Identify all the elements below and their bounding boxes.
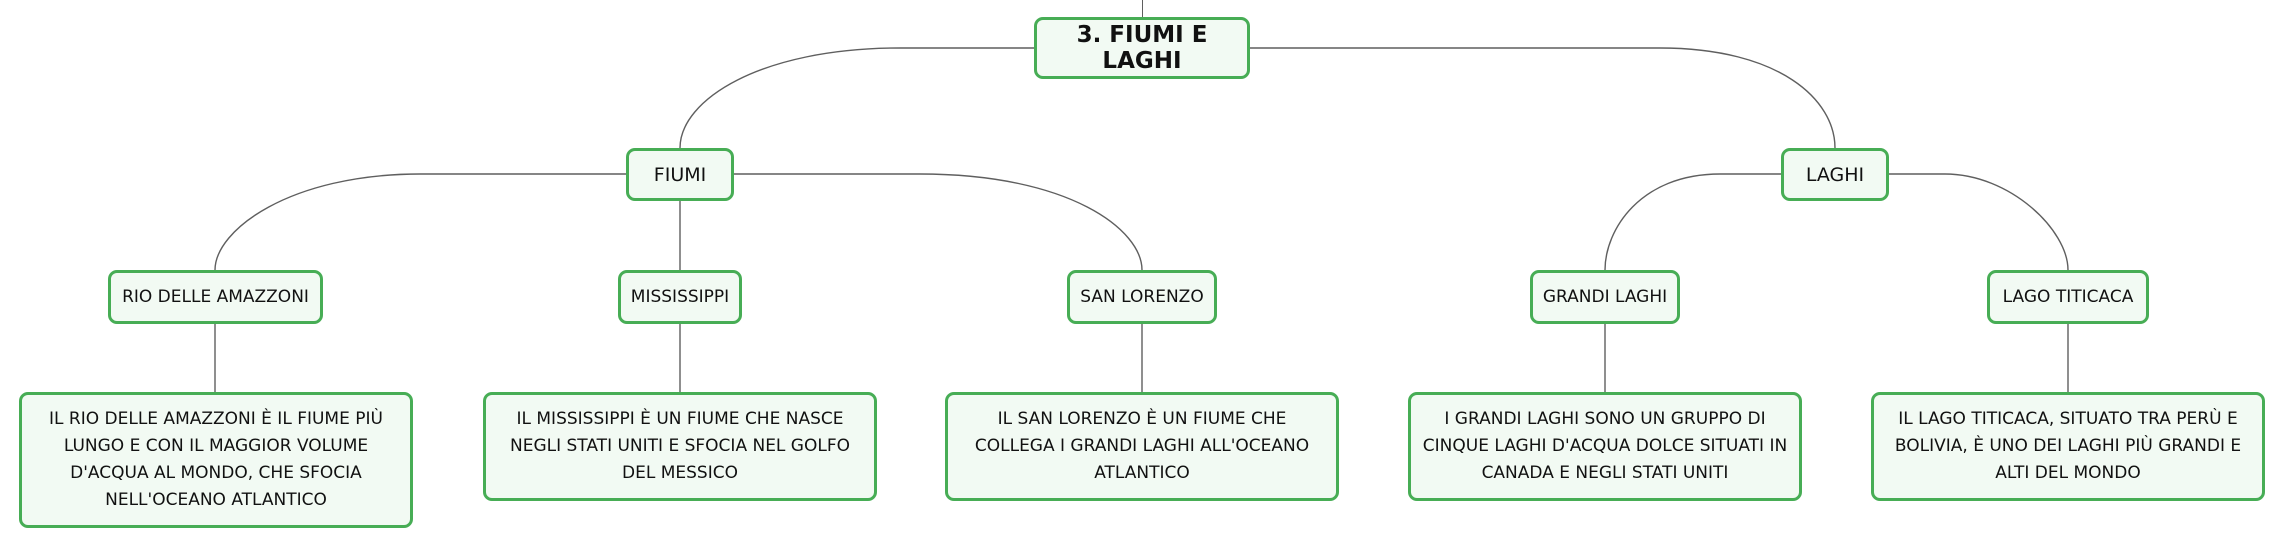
description-node-mississippi[interactable]: IL MISSISSIPPI È UN FIUME CHE NASCE NEGL…: [483, 392, 877, 501]
topic-node-lago-titicaca[interactable]: LAGO TITICACA: [1987, 270, 2149, 324]
topic-node-label: MISSISSIPPI: [630, 287, 730, 307]
topic-node-grandi-laghi[interactable]: GRANDI LAGHI: [1530, 270, 1680, 324]
root-incoming-connector: [1142, 0, 1144, 17]
description-node-grandi-laghi[interactable]: I GRANDI LAGHI SONO UN GRUPPO DI CINQUE …: [1408, 392, 1802, 501]
topic-node-rio-delle-amazzoni[interactable]: RIO DELLE AMAZZONI: [108, 270, 323, 324]
topic-node-san-lorenzo[interactable]: SAN LORENZO: [1067, 270, 1217, 324]
description-text: IL LAGO TITICACA, SITUATO TRA PERÙ E BOL…: [1894, 409, 2242, 483]
connector-root-laghi: [1250, 47, 1836, 149]
connector-root-fiumi: [679, 47, 1034, 149]
connector-laghi-titicaca: [1889, 173, 2069, 271]
branch-node-laghi[interactable]: LAGHI: [1781, 148, 1889, 201]
topic-node-label: SAN LORENZO: [1080, 287, 1204, 307]
connector-fiumi-sanlorenzo: [734, 173, 1143, 271]
description-node-lago-titicaca[interactable]: IL LAGO TITICACA, SITUATO TRA PERÙ E BOL…: [1871, 392, 2265, 501]
connector-laghi-grandilaghi: [1604, 173, 1781, 271]
description-text: I GRANDI LAGHI SONO UN GRUPPO DI CINQUE …: [1422, 409, 1788, 483]
root-node[interactable]: 3. FIUMI E LAGHI: [1034, 17, 1250, 79]
description-node-rio-delle-amazzoni[interactable]: IL RIO DELLE AMAZZONI È IL FIUME PIÙ LUN…: [19, 392, 413, 528]
root-node-label: 3. FIUMI E LAGHI: [1076, 22, 1208, 74]
description-node-san-lorenzo[interactable]: IL SAN LORENZO È UN FIUME CHE COLLEGA I …: [945, 392, 1339, 501]
branch-node-laghi-label: LAGHI: [1805, 163, 1865, 186]
topic-node-label: RIO DELLE AMAZZONI: [122, 287, 309, 307]
topic-node-label: GRANDI LAGHI: [1542, 287, 1668, 307]
topic-node-label: LAGO TITICACA: [2002, 287, 2134, 307]
description-text: IL RIO DELLE AMAZZONI È IL FIUME PIÙ LUN…: [49, 409, 383, 510]
branch-node-fiumi[interactable]: FIUMI: [626, 148, 734, 201]
connector-fiumi-rio: [214, 173, 626, 271]
description-text: IL MISSISSIPPI È UN FIUME CHE NASCE NEGL…: [510, 409, 850, 483]
description-text: IL SAN LORENZO È UN FIUME CHE COLLEGA I …: [974, 409, 1310, 483]
branch-node-fiumi-label: FIUMI: [653, 163, 707, 186]
topic-node-mississippi[interactable]: MISSISSIPPI: [618, 270, 742, 324]
